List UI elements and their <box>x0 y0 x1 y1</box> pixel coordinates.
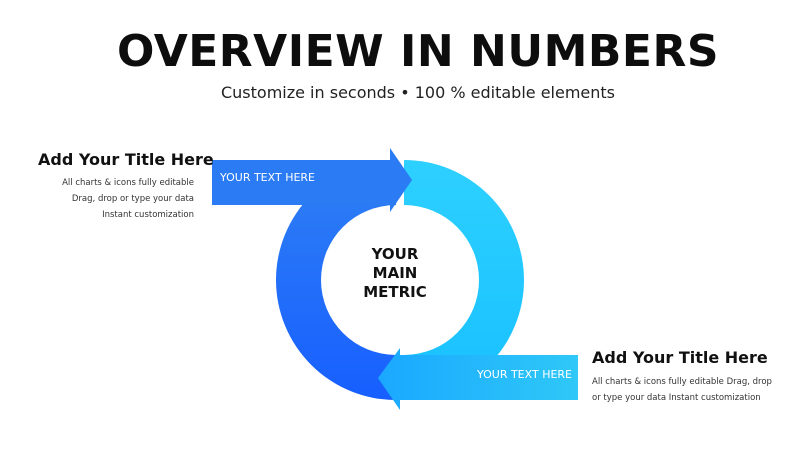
right-block-title: Add Your Title Here <box>592 348 768 367</box>
top-arrow-label: YOUR TEXT HERE <box>219 171 315 184</box>
ring-segment-cyan <box>404 160 524 400</box>
left-block-title: Add Your Title Here <box>38 150 214 169</box>
left-block-body: All charts & icons fully editable Drag, … <box>62 178 194 220</box>
right-block-body: All charts & icons fully editable Drag, … <box>592 377 772 403</box>
center-metric-line-3: METRIC <box>363 283 427 301</box>
bottom-arrow-label: YOUR TEXT HERE <box>476 368 572 381</box>
center-metric-line-1: YOUR <box>371 245 419 263</box>
center-metric-line-2: MAIN <box>373 264 418 282</box>
top-arrow <box>212 148 412 212</box>
slide-subtitle: Customize in seconds • 100 % editable el… <box>220 83 616 102</box>
bottom-arrow <box>378 348 578 410</box>
ring-segment-blue <box>276 160 396 400</box>
slide-title: OVERVIEW IN NUMBERS <box>116 26 720 77</box>
